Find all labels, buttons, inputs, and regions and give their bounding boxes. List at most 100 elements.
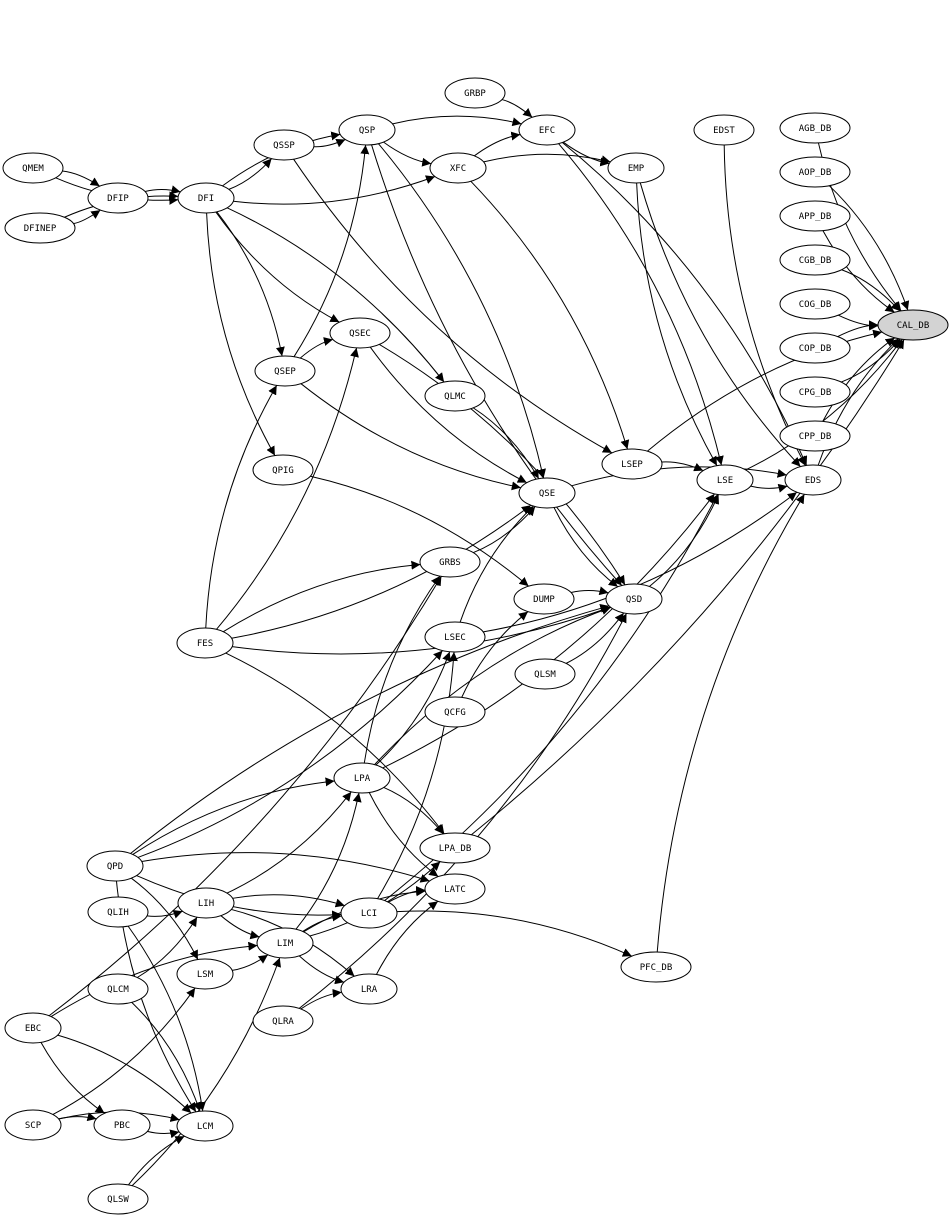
node-dfip[interactable]: DFIP [87, 182, 149, 214]
node-agb-db[interactable]: AGB_DB [779, 112, 851, 144]
node-cog-db[interactable]: COG_DB [779, 288, 851, 320]
node-label: LPA_DB [439, 844, 472, 854]
edge-qsp-to-xfc [383, 141, 432, 167]
node-qpd[interactable]: QPD [86, 850, 144, 882]
node-lih[interactable]: LIH [177, 887, 235, 919]
node-label: QSEP [274, 367, 296, 377]
node-efc[interactable]: EFC [518, 114, 576, 146]
node-lsep[interactable]: LSEP [601, 448, 663, 480]
node-label: AGB_DB [799, 124, 832, 134]
edge-qlsm-to-qsd [565, 612, 625, 664]
node-cpg-db[interactable]: CPG_DB [779, 376, 851, 408]
node-ellipse [779, 288, 851, 320]
node-qlsm[interactable]: QLSM [514, 658, 576, 690]
node-ellipse [424, 873, 486, 905]
node-fes[interactable]: FES [176, 627, 234, 659]
node-label: QLCM [107, 985, 129, 995]
edge-qsd-to-lse [649, 494, 719, 587]
edge-lci-to-latc [388, 885, 426, 903]
node-qsd[interactable]: QSD [605, 583, 663, 615]
node-app-db[interactable]: APP_DB [779, 200, 851, 232]
node-label: LSM [197, 970, 214, 980]
node-ellipse [779, 200, 851, 232]
node-dfinep[interactable]: DFINEP [4, 212, 76, 244]
node-label: LCI [361, 909, 377, 919]
node-qsp[interactable]: QSP [338, 114, 396, 146]
node-ellipse [607, 152, 665, 184]
node-qssp[interactable]: QSSP [253, 129, 315, 161]
node-label: CPP_DB [799, 432, 832, 442]
node-eds[interactable]: EDS [784, 464, 842, 496]
edge-qsec-to-qsd [379, 344, 626, 586]
node-ellipse [518, 477, 576, 509]
node-label: LSEC [444, 633, 466, 643]
node-ellipse [340, 973, 398, 1005]
edge-lpa-to-qsd [374, 606, 611, 765]
node-emp[interactable]: EMP [607, 152, 665, 184]
edge-qpd-to-qsd [130, 604, 610, 854]
node-lci[interactable]: LCI [340, 897, 398, 929]
node-qlih[interactable]: QLIH [87, 896, 149, 928]
node-ellipse [424, 621, 486, 653]
node-dump[interactable]: DUMP [513, 583, 575, 615]
node-ellipse [784, 464, 842, 496]
node-lim[interactable]: LIM [256, 927, 314, 959]
node-ellipse [176, 958, 234, 990]
edge-cpp-db-to-cal-db [822, 337, 896, 422]
node-ellipse [333, 762, 391, 794]
edge-fes-to-qsec [216, 347, 359, 630]
node-lsm[interactable]: LSM [176, 958, 234, 990]
node-qsep[interactable]: QSEP [254, 355, 316, 387]
node-qlcm[interactable]: QLCM [87, 973, 149, 1005]
node-latc[interactable]: LATC [424, 873, 486, 905]
node-cgb-db[interactable]: CGB_DB [779, 244, 851, 276]
node-ellipse [605, 583, 663, 615]
edge-app-db-to-cal-db [822, 230, 895, 313]
node-ellipse [93, 1109, 151, 1141]
node-lse[interactable]: LSE [696, 464, 754, 496]
edge-lpa-to-lse [382, 493, 715, 769]
node-qse[interactable]: QSE [518, 477, 576, 509]
edge-scp-to-lsm [52, 987, 196, 1115]
node-lcm[interactable]: LCM [176, 1110, 234, 1142]
node-grbs[interactable]: GRBS [419, 546, 481, 578]
node-qlsw[interactable]: QLSW [87, 1183, 149, 1215]
node-label: EDST [713, 126, 735, 136]
edge-lsep-to-lse [661, 461, 704, 472]
node-pbc[interactable]: PBC [93, 1109, 151, 1141]
node-label: EDS [805, 476, 821, 486]
node-qsec[interactable]: QSEC [329, 317, 391, 349]
node-cpp-db[interactable]: CPP_DB [779, 420, 851, 452]
edge-pfc-db-to-eds [656, 494, 805, 953]
node-qpig[interactable]: QPIG [252, 454, 314, 486]
node-lsec[interactable]: LSEC [424, 621, 486, 653]
node-ellipse [620, 951, 692, 983]
node-scp[interactable]: SCP [4, 1109, 62, 1141]
node-qlmc[interactable]: QLMC [424, 380, 486, 412]
node-lra[interactable]: LRA [340, 973, 398, 1005]
node-pfc-db[interactable]: PFC_DB [620, 951, 692, 983]
node-grbp[interactable]: GRBP [444, 77, 506, 109]
node-dfi[interactable]: DFI [177, 182, 235, 214]
node-qcfg[interactable]: QCFG [424, 696, 486, 728]
node-xfc[interactable]: XFC [429, 152, 487, 184]
node-aop-db[interactable]: AOP_DB [779, 156, 851, 188]
node-label: GRBP [464, 89, 486, 99]
edge-efc-to-lse [558, 143, 724, 466]
node-lpa-db[interactable]: LPA_DB [419, 832, 491, 864]
node-edst[interactable]: EDST [693, 114, 755, 146]
edge-lpa-to-lsec [375, 651, 451, 766]
edge-xfc-to-emp [483, 153, 611, 165]
edge-emp-to-lse [636, 182, 718, 466]
node-lpa[interactable]: LPA [333, 762, 391, 794]
node-ebc[interactable]: EBC [4, 1012, 62, 1044]
edge-efc-to-eds [562, 142, 808, 466]
edge-lsm-to-lim [232, 954, 269, 971]
edge-fes-to-qsd [232, 605, 611, 655]
node-qmem[interactable]: QMEM [2, 152, 64, 184]
node-qlra[interactable]: QLRA [252, 1005, 314, 1037]
edge-qsep-to-qse [300, 383, 521, 491]
node-cal-db[interactable]: CAL_DB [877, 309, 949, 341]
node-cop-db[interactable]: COP_DB [779, 332, 851, 364]
